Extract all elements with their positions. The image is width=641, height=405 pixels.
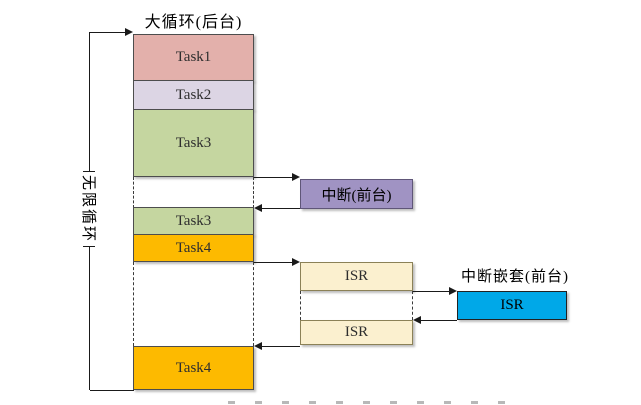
loop-left-line-upper	[89, 32, 90, 171]
task-box-task2: Task2	[133, 80, 254, 110]
arrowhead-from-nested-isr-icon	[413, 316, 421, 324]
nested-interrupt-label: 中断嵌套(前台)	[461, 269, 569, 285]
task-box-task1: Task1	[133, 34, 254, 81]
cropped-caption-remnant	[228, 401, 508, 404]
interrupt-box: 中断(前台)	[300, 179, 413, 209]
task-box-task4-first: Task4	[133, 234, 254, 262]
arrow-line-from-nested-isr	[421, 320, 457, 321]
task-box-task4-second: Task4	[133, 346, 254, 390]
stack-gap-dashed-2	[133, 262, 254, 346]
arrow-line-to-nested-isr	[413, 291, 449, 292]
big-loop-title: 大循环(后台)	[144, 14, 243, 31]
isr-gap-dashed	[300, 291, 413, 320]
arrowhead-to-nested-isr-icon	[449, 287, 457, 295]
loop-line-tick-top	[83, 171, 95, 172]
arrowhead-from-isr2-icon	[254, 342, 262, 350]
isr-box-second: ISR	[300, 320, 413, 345]
infinite-loop-label: 无限循环	[80, 174, 96, 243]
arrowhead-to-isr1-icon	[292, 258, 300, 266]
arrow-line-to-isr1	[254, 262, 292, 263]
loop-entry-arrowhead-icon	[125, 28, 133, 36]
loop-line-tick-bottom	[83, 246, 95, 247]
arrow-line-from-interrupt	[262, 208, 300, 209]
task-box-task3-first: Task3	[133, 109, 254, 177]
arrow-line-from-isr2	[262, 346, 300, 347]
isr-box-nested: ISR	[457, 291, 567, 320]
arrowhead-to-interrupt-icon	[292, 173, 300, 181]
task-box-task3-second: Task3	[133, 207, 254, 235]
arrow-line-to-interrupt	[254, 177, 292, 178]
isr-box-first: ISR	[300, 262, 413, 291]
stack-gap-dashed-1	[133, 177, 254, 208]
loop-top-line	[90, 32, 126, 33]
loop-bottom-line	[90, 390, 134, 391]
loop-left-line-lower	[89, 247, 90, 390]
arrowhead-from-interrupt-icon	[254, 204, 262, 212]
